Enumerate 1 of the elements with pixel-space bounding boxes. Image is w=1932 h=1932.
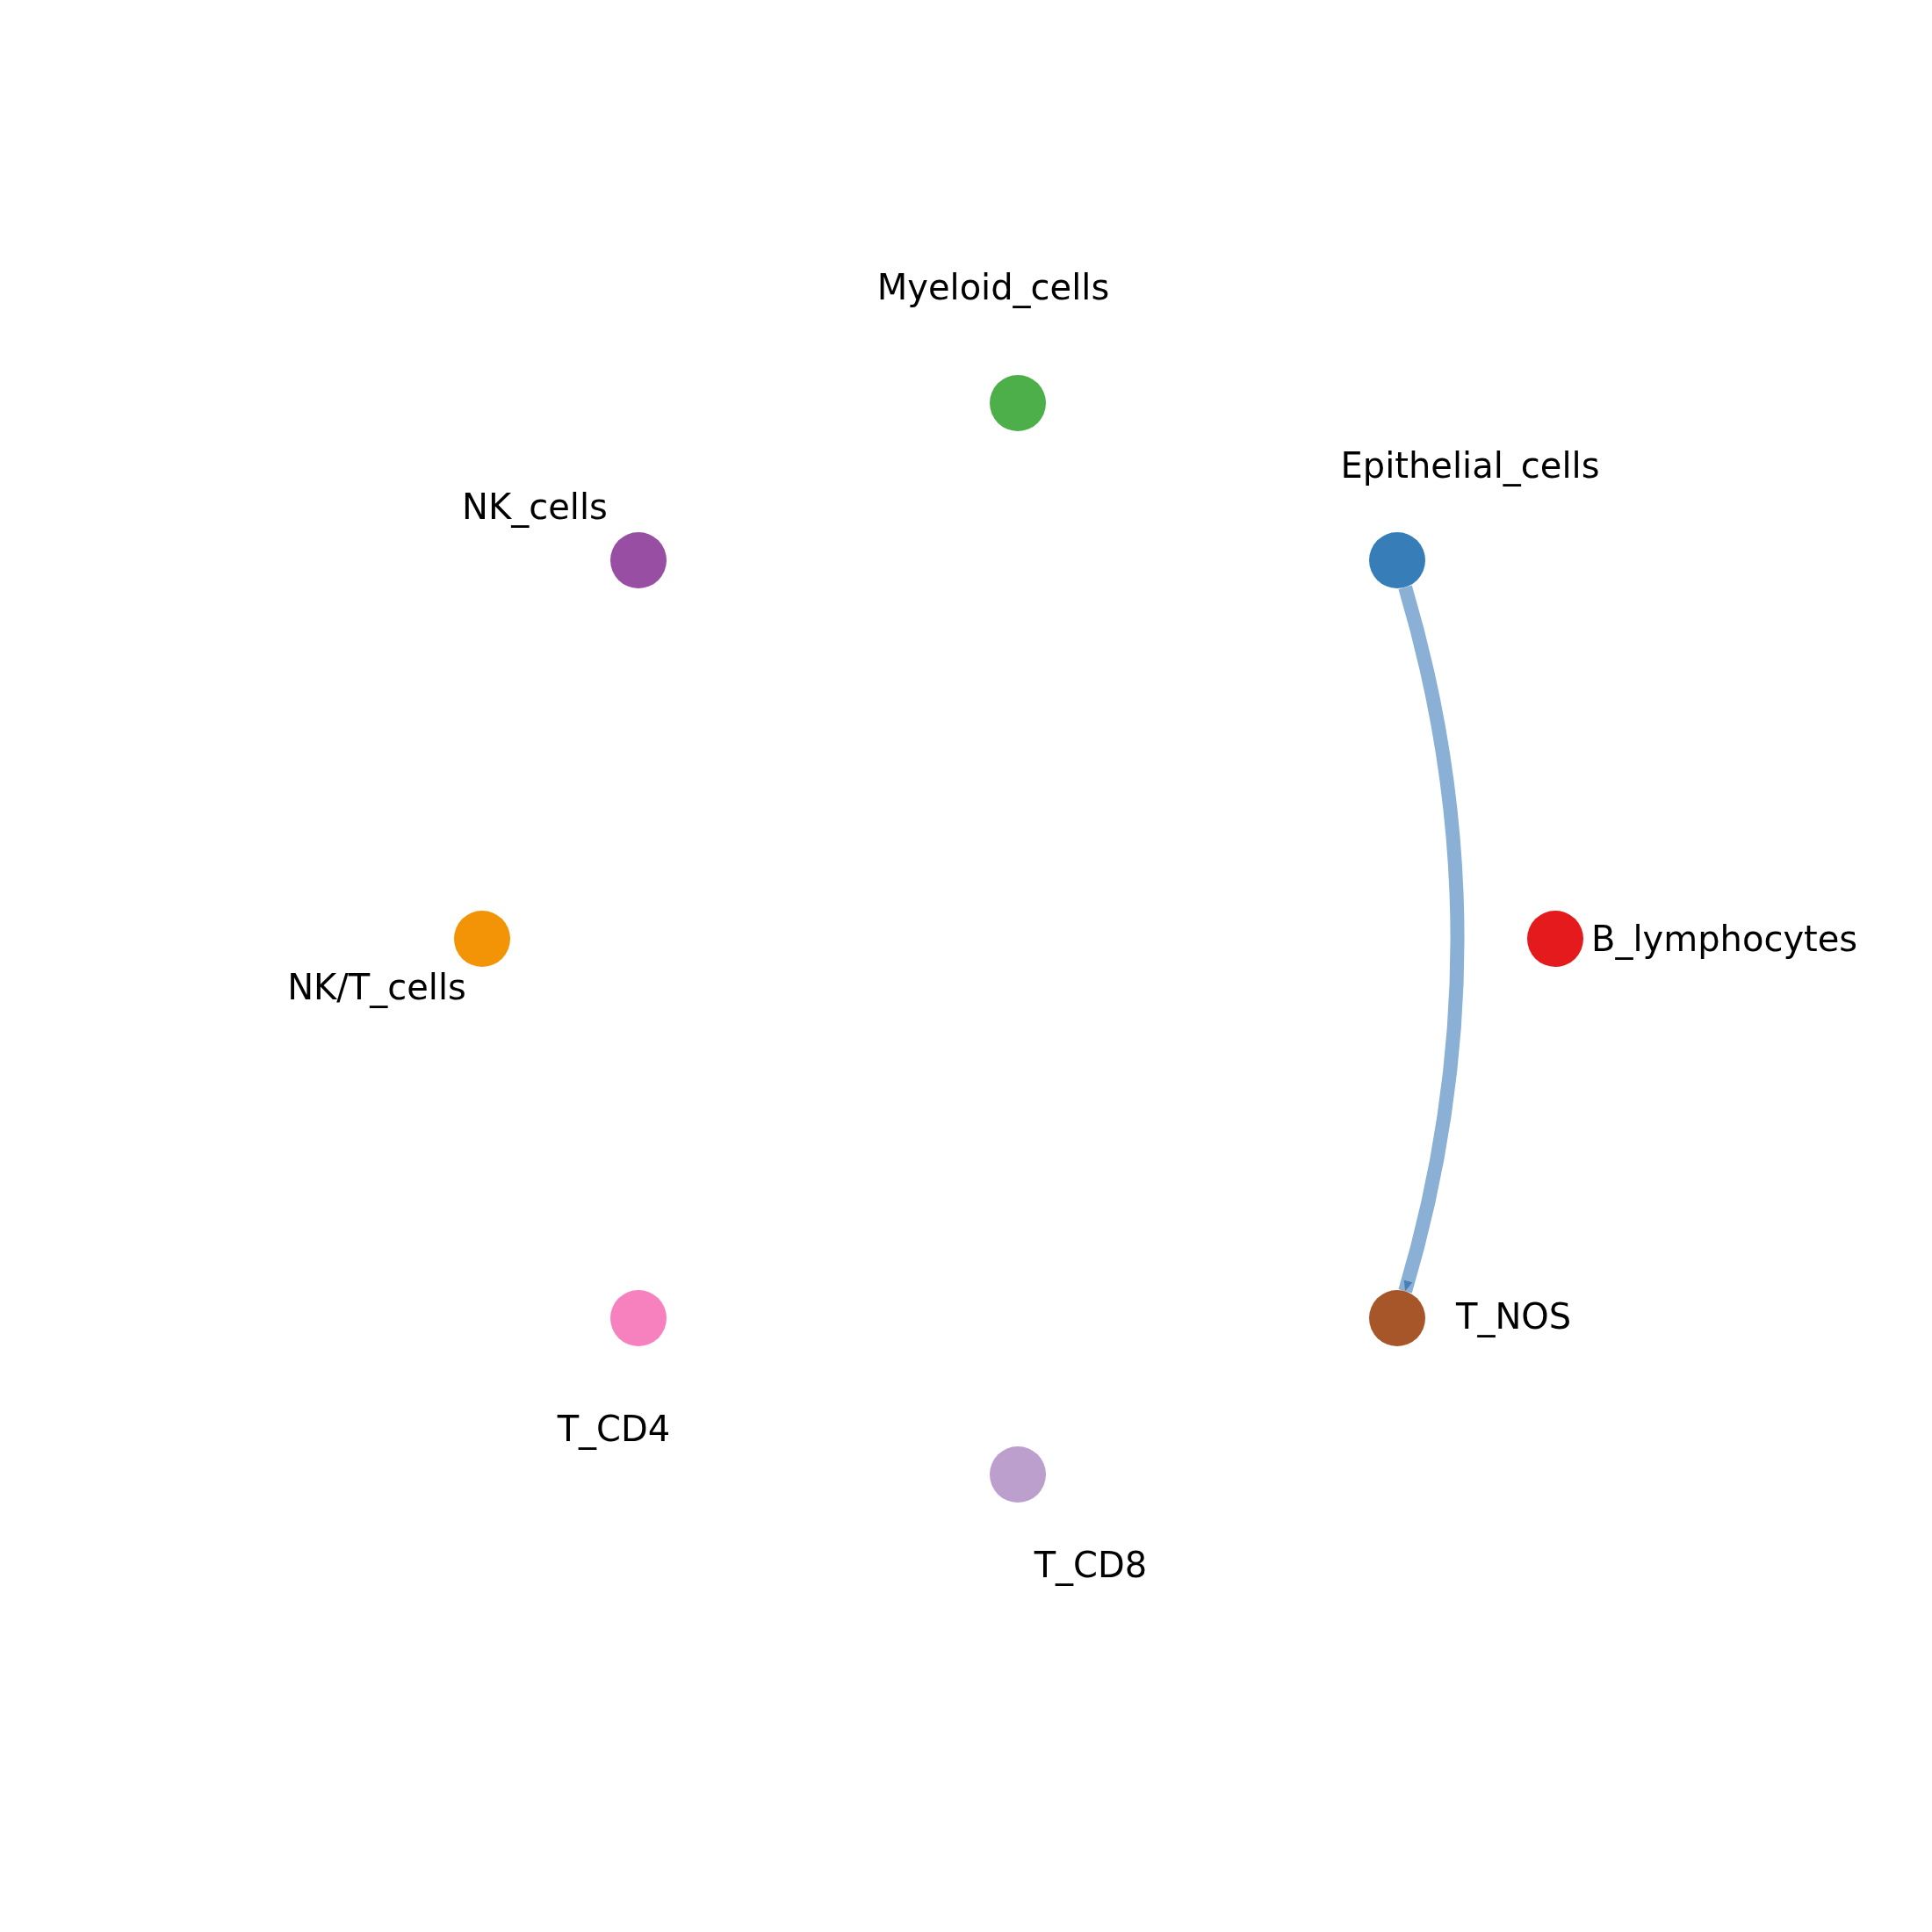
arrow: [1398, 585, 1465, 1294]
